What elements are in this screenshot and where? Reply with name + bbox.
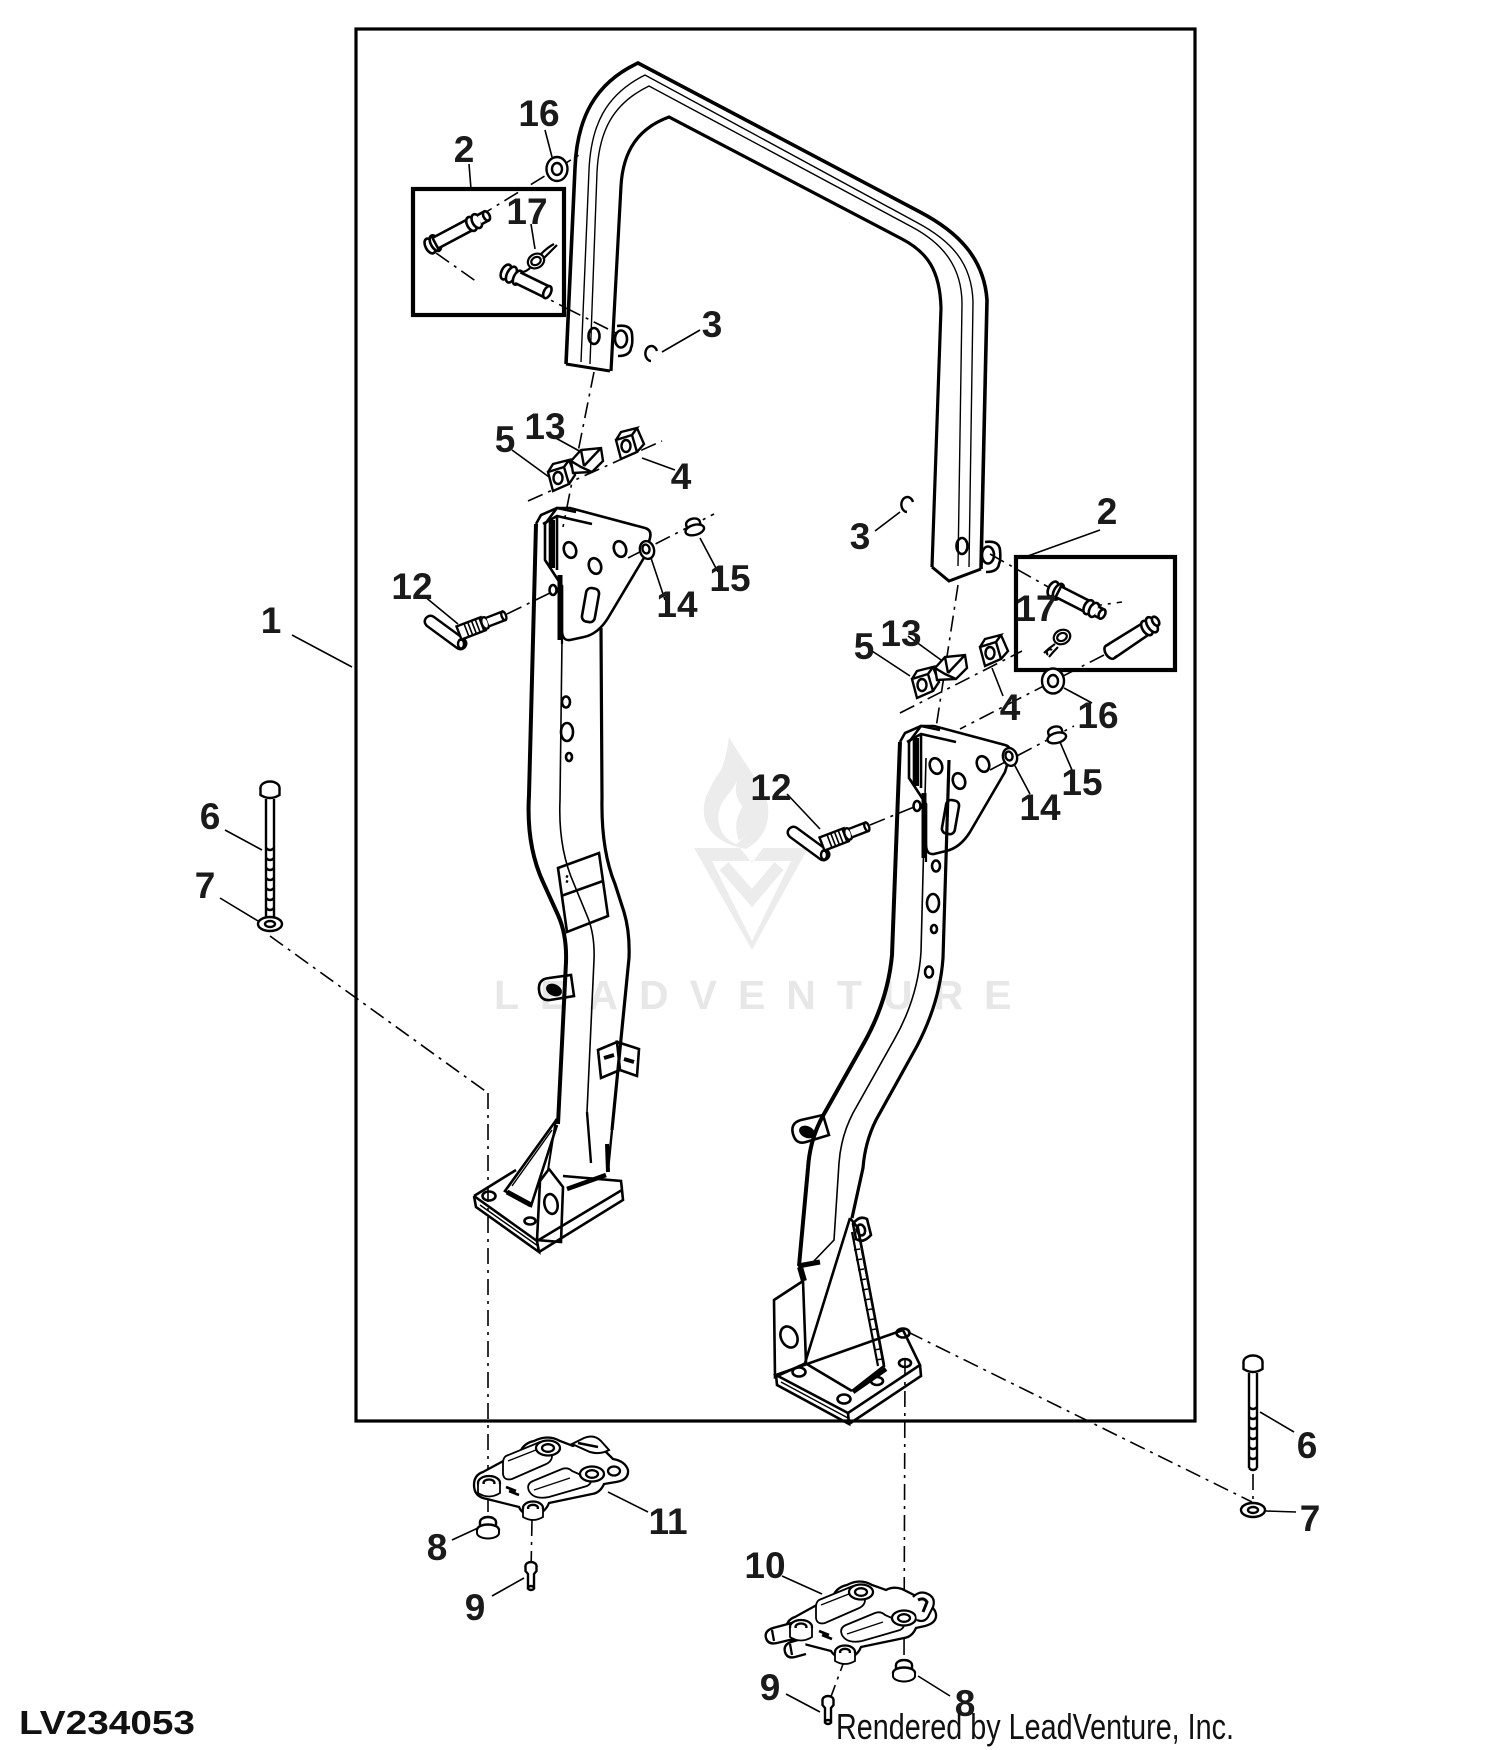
svg-text:13: 13 (524, 406, 565, 447)
svg-text:12: 12 (750, 767, 791, 808)
svg-text:1: 1 (261, 600, 282, 641)
svg-text:17: 17 (1015, 588, 1056, 629)
svg-text:17: 17 (506, 191, 547, 232)
svg-text:14: 14 (656, 584, 698, 625)
svg-text:15: 15 (1061, 762, 1102, 803)
svg-text:8: 8 (427, 1527, 448, 1568)
svg-text:Rendered by LeadVenture, Inc.: Rendered by LeadVenture, Inc. (836, 1706, 1234, 1747)
svg-text:10: 10 (744, 1545, 785, 1586)
svg-text:13: 13 (880, 613, 921, 654)
svg-text:2: 2 (454, 129, 475, 170)
svg-text:9: 9 (465, 1587, 486, 1628)
svg-text:7: 7 (1300, 1498, 1321, 1539)
svg-text:14: 14 (1019, 787, 1061, 828)
svg-text:5: 5 (495, 419, 516, 460)
svg-text:4: 4 (1000, 687, 1021, 728)
svg-text:3: 3 (702, 304, 723, 345)
svg-text:16: 16 (518, 93, 559, 134)
svg-text:6: 6 (1297, 1425, 1318, 1466)
svg-text:5: 5 (854, 626, 875, 667)
svg-text:4: 4 (671, 456, 692, 497)
svg-text:3: 3 (850, 516, 871, 557)
svg-text:7: 7 (195, 865, 216, 906)
svg-text:8: 8 (955, 1683, 976, 1724)
svg-text:11: 11 (648, 1501, 687, 1542)
svg-text:16: 16 (1077, 695, 1118, 736)
svg-text:2: 2 (1097, 491, 1118, 532)
svg-text:LV234053: LV234053 (19, 1704, 195, 1741)
svg-text:12: 12 (391, 566, 432, 607)
svg-text:6: 6 (200, 796, 221, 837)
svg-text:9: 9 (760, 1667, 781, 1708)
svg-text:15: 15 (709, 558, 750, 599)
svg-text:LEADVENTURE: LEADVENTURE (494, 972, 1033, 1018)
